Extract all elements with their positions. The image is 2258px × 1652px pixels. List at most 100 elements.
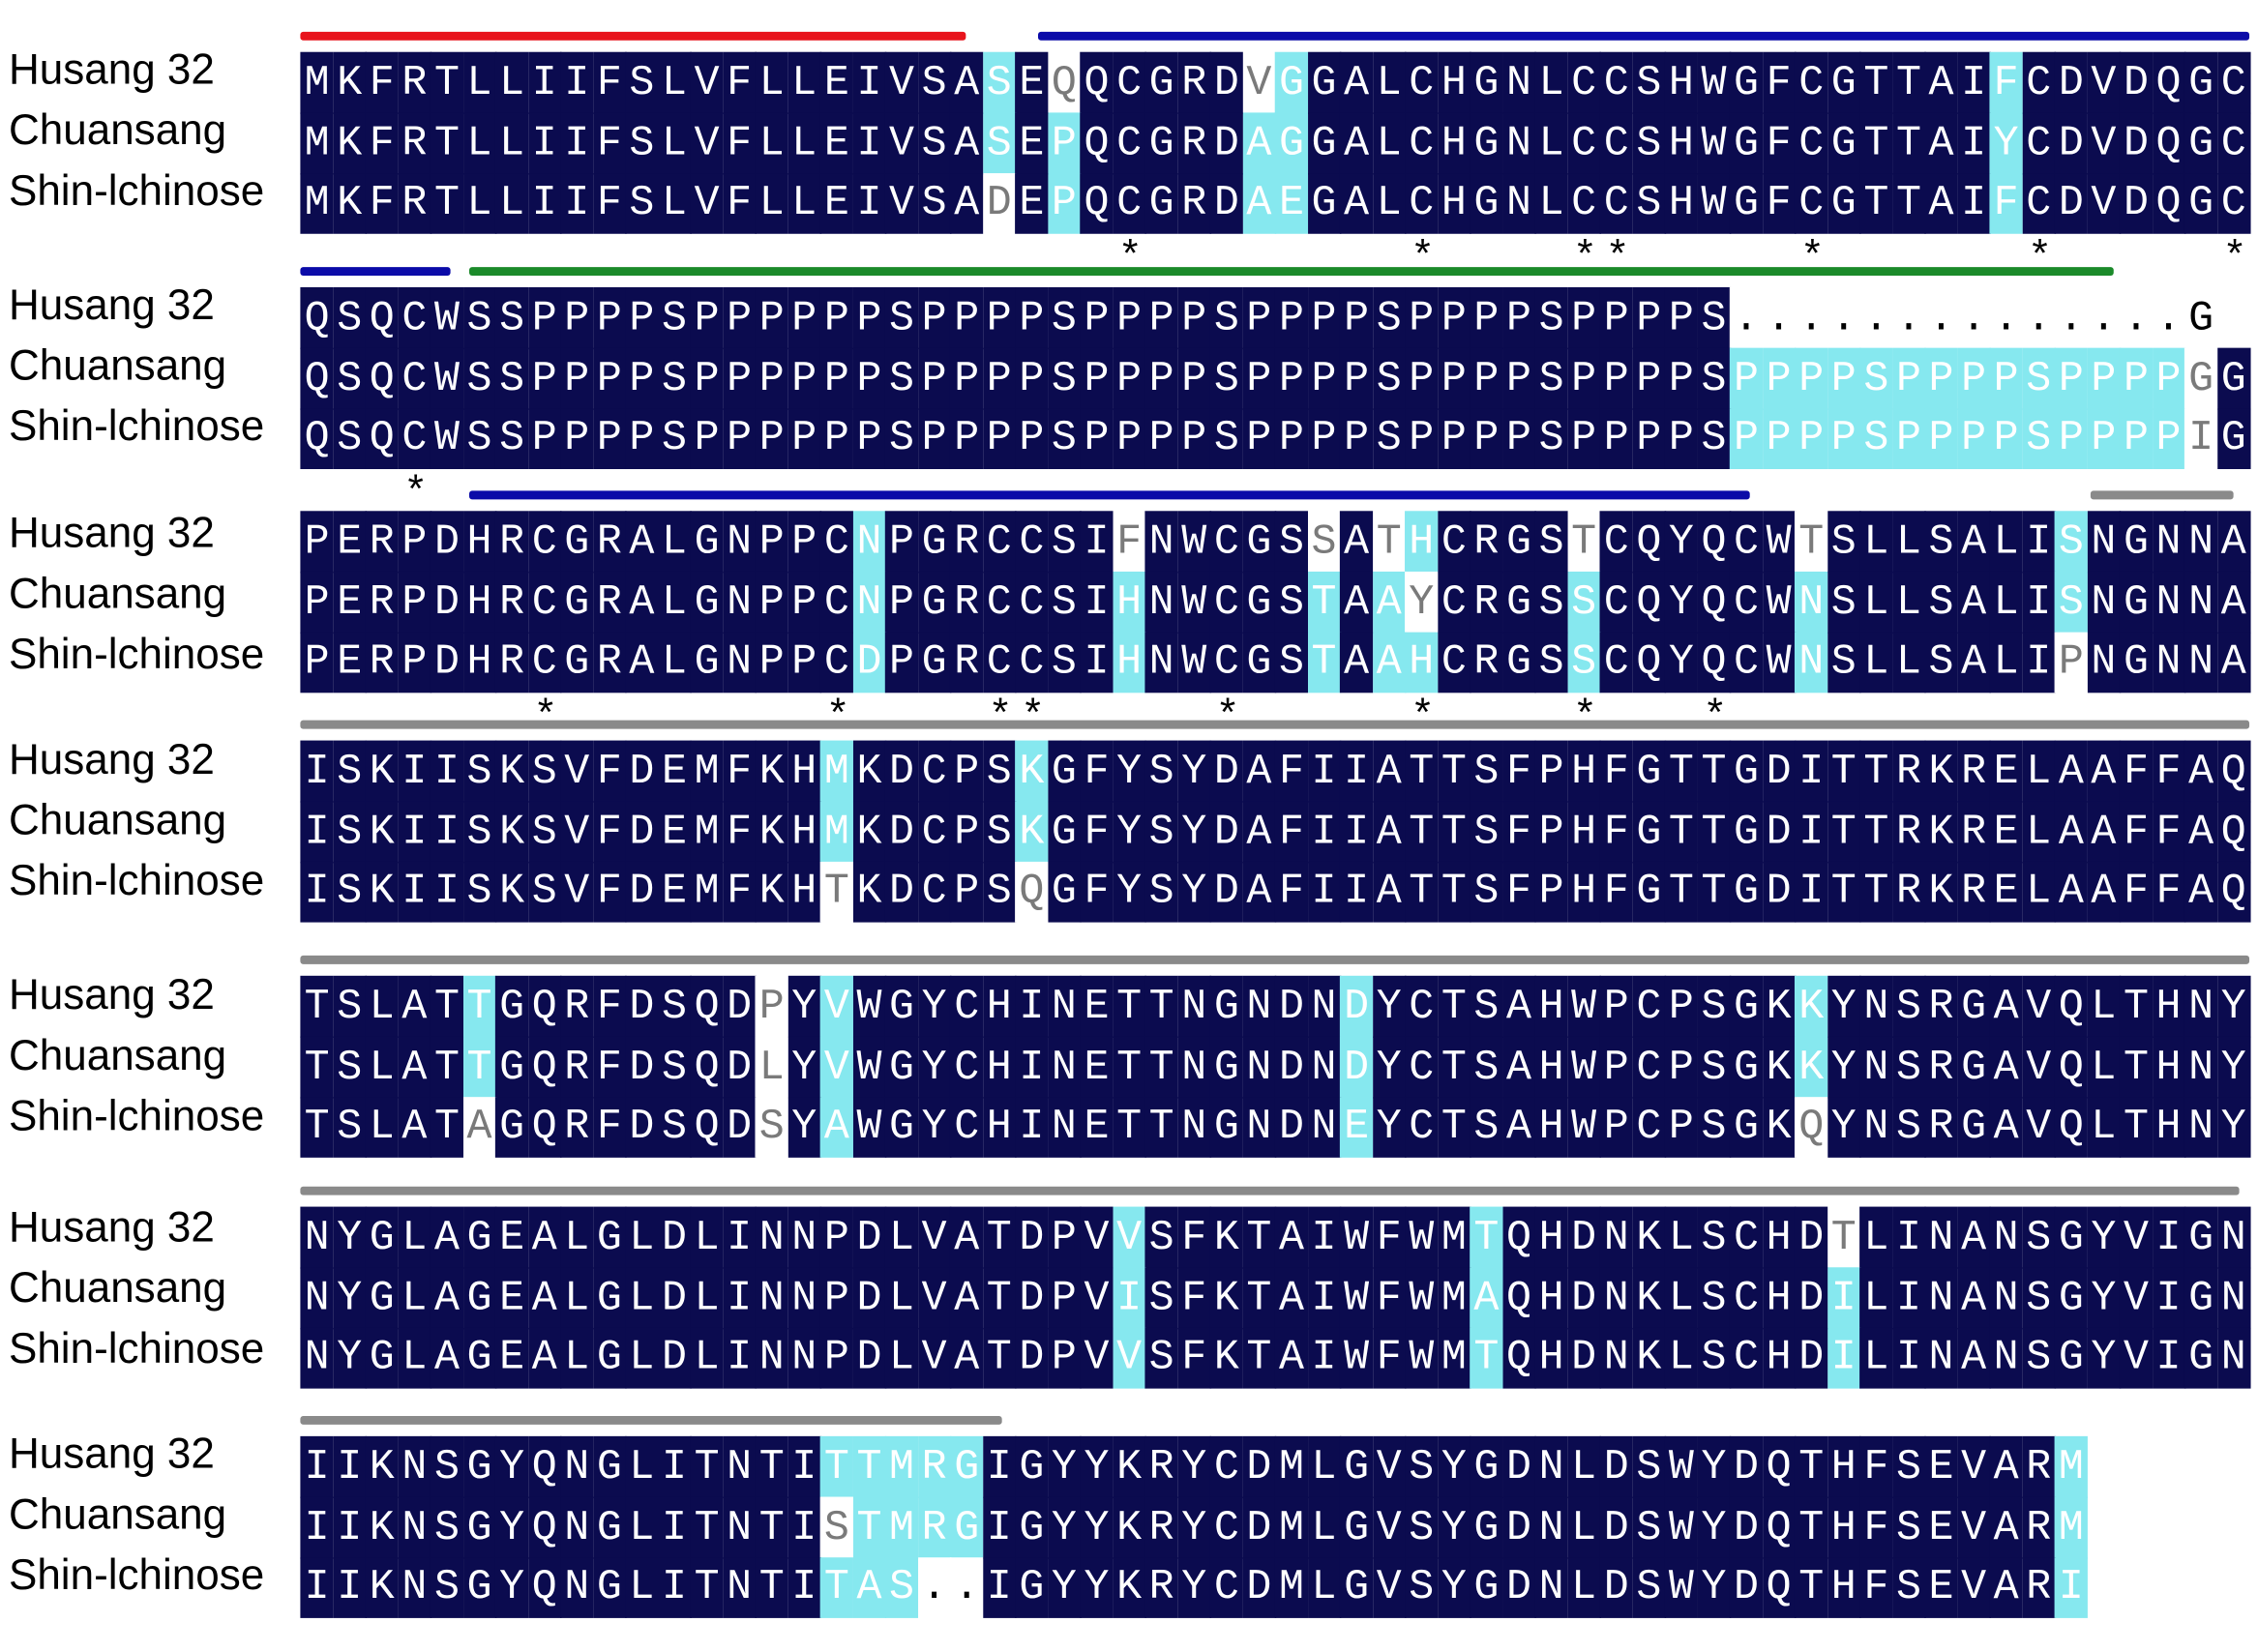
residue: V	[2119, 1267, 2154, 1329]
residue: P	[1534, 801, 1568, 863]
residue: T	[430, 975, 464, 1038]
residue: D	[1209, 51, 1244, 114]
residue: R	[494, 571, 529, 634]
residue: D	[1015, 1327, 1049, 1388]
residue: C	[1209, 1435, 1244, 1498]
residue: P	[1664, 1036, 1699, 1098]
residue: A	[2087, 801, 2121, 863]
residue: G	[917, 571, 951, 634]
residue: C	[1112, 51, 1146, 114]
residue: S	[1470, 740, 1503, 802]
residue: L	[755, 51, 788, 114]
residue: S	[1697, 347, 1731, 410]
residue: P	[2152, 347, 2185, 410]
residue: T	[1144, 1097, 1178, 1158]
residue: K	[852, 861, 886, 922]
residue: G	[592, 1327, 627, 1388]
residue: V	[1080, 1267, 1114, 1329]
residue: S	[1144, 801, 1178, 863]
residue: R	[560, 975, 594, 1038]
residue: V	[2087, 112, 2121, 174]
residue: T	[982, 1327, 1016, 1388]
residue: T	[1697, 801, 1731, 863]
residue: S	[1470, 1097, 1503, 1158]
residue: G	[1274, 112, 1309, 174]
residue: S	[430, 1435, 464, 1498]
residue: E	[1989, 740, 2023, 802]
residue: D	[1762, 861, 1796, 922]
residue: H	[1405, 511, 1439, 573]
residue: C	[2216, 51, 2250, 114]
residue: G	[1307, 51, 1341, 114]
residue: P	[1534, 740, 1568, 802]
residue: P	[1599, 1036, 1633, 1098]
residue: P	[1080, 408, 1114, 469]
residue: A	[527, 1327, 561, 1388]
residue: C	[1209, 1557, 1244, 1618]
sequence-label: Chuansang	[8, 106, 227, 155]
residue: L	[1859, 632, 1893, 693]
sequence-label: Shin-lchinose	[8, 1092, 265, 1140]
residue: H	[982, 1036, 1016, 1098]
residue: D	[1729, 1496, 1764, 1558]
residue: M	[300, 173, 334, 234]
residue: W	[1762, 511, 1796, 573]
residue: S	[462, 408, 496, 469]
residue: C	[2216, 173, 2250, 234]
residue: I	[1794, 740, 1828, 802]
residue: T	[1794, 511, 1828, 573]
residue: C	[949, 1036, 984, 1098]
residue: P	[1664, 408, 1699, 469]
residue: P	[1339, 408, 1374, 469]
residue: T	[1859, 173, 1893, 234]
residue: W	[852, 1097, 886, 1158]
residue: F	[1762, 112, 1796, 174]
residue: P	[755, 347, 788, 410]
residue: P	[1566, 347, 1601, 410]
residue: Y	[787, 1036, 821, 1098]
residue: G	[365, 1206, 400, 1269]
residue: T	[430, 51, 464, 114]
residue: N	[1307, 975, 1341, 1038]
residue: F	[1501, 861, 1536, 922]
domain-bar	[300, 955, 2250, 964]
residue: G	[365, 1327, 400, 1388]
residue: Y	[1176, 801, 1211, 863]
residue: M	[1437, 1267, 1471, 1329]
residue: D	[852, 632, 886, 693]
residue: D	[1566, 1206, 1601, 1269]
residue: C	[1437, 632, 1471, 693]
residue: P	[1599, 347, 1633, 410]
residue: S	[1697, 408, 1731, 469]
residue: R	[398, 173, 431, 234]
residue: K	[1794, 1036, 1828, 1098]
residue: C	[398, 347, 431, 410]
residue: Q	[1794, 1097, 1828, 1158]
residue: L	[884, 1327, 919, 1388]
residue: N	[1924, 1327, 1958, 1388]
residue: G	[884, 1036, 919, 1098]
residue: L	[1534, 112, 1568, 174]
residue: A	[1274, 1327, 1309, 1388]
residue: P	[949, 801, 984, 863]
residue: C	[982, 511, 1016, 573]
residue: C	[982, 571, 1016, 634]
residue: Y	[1989, 112, 2023, 174]
residue: P	[819, 1327, 854, 1388]
residue: A	[949, 1267, 984, 1329]
residue: P	[1144, 286, 1178, 349]
residue: P	[787, 571, 821, 634]
residue: I	[1307, 1327, 1341, 1388]
residue: G	[949, 1435, 984, 1498]
residue: M	[690, 740, 724, 802]
residue: Y	[1047, 1557, 1082, 1618]
residue: C	[819, 571, 854, 634]
residue: F	[592, 975, 627, 1038]
residue: Y	[1697, 1435, 1731, 1498]
residue: Y	[2087, 1267, 2121, 1329]
residue: A	[949, 51, 984, 114]
residue: A	[1501, 975, 1536, 1038]
residue: G	[1827, 112, 1861, 174]
residue: A	[625, 632, 659, 693]
residue: C	[1599, 51, 1633, 114]
